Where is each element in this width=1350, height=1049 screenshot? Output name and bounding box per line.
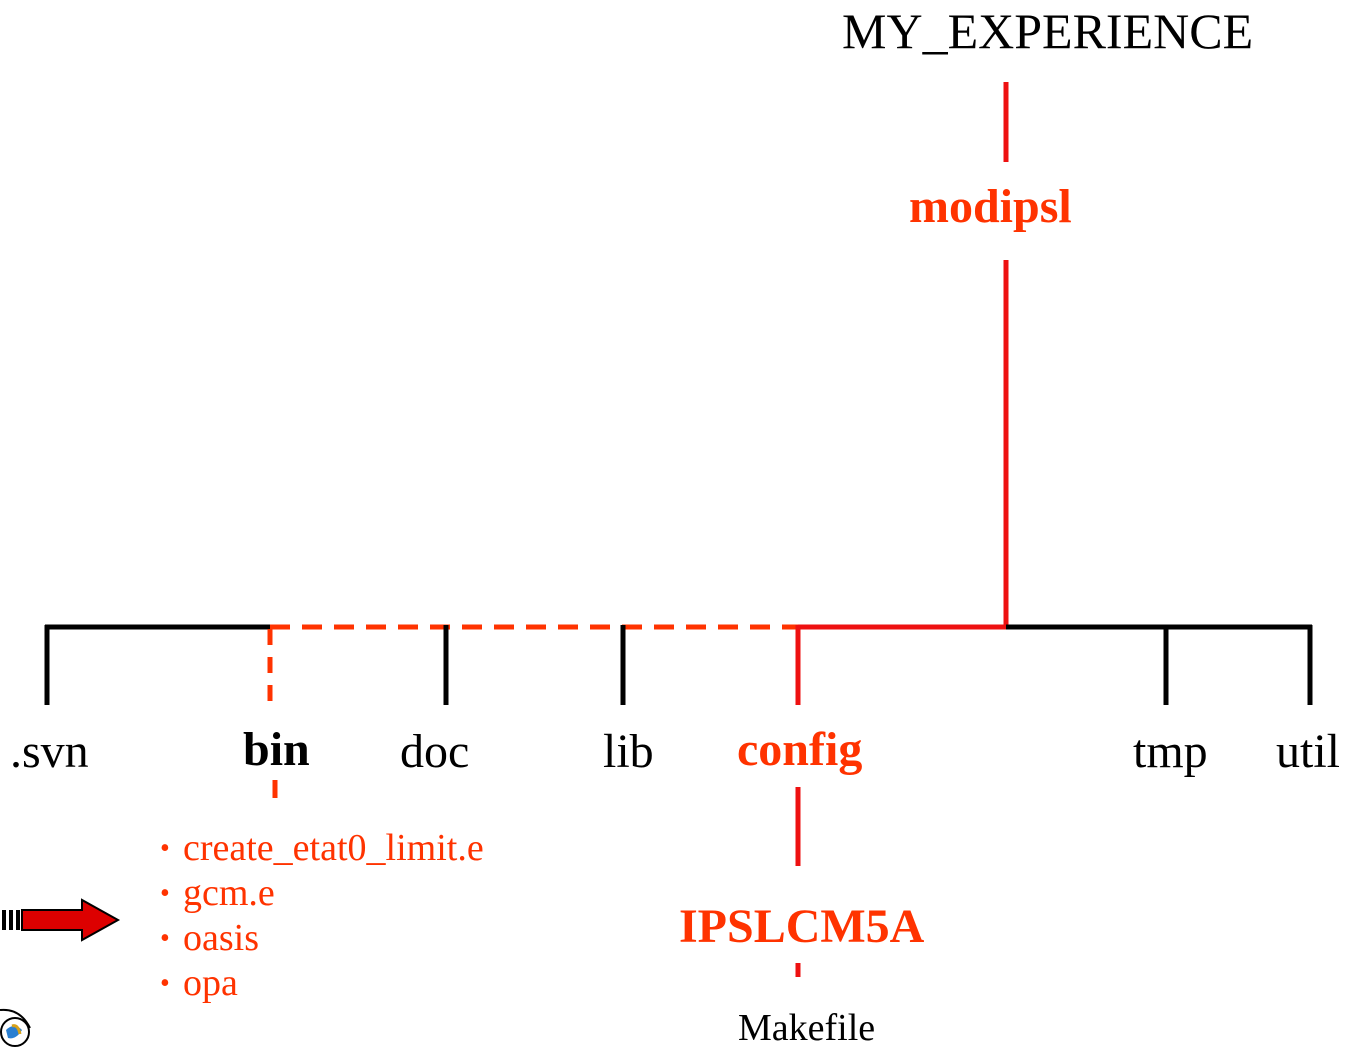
root-directory-label: MY_EXPERIENCE <box>842 3 1254 59</box>
bullet-icon: • <box>160 923 170 954</box>
modipsl-directory-label: modipsl <box>909 180 1072 233</box>
dir-doc: doc <box>400 725 470 778</box>
list-item: • oasis <box>160 916 484 961</box>
bin-file-name: opa <box>183 962 238 1004</box>
bin-file-name: gcm.e <box>183 872 275 914</box>
dir-config: config <box>737 723 863 776</box>
makefile-label: Makefile <box>738 1007 876 1049</box>
dir-tmp: tmp <box>1133 725 1208 778</box>
list-item: • create_etat0_limit.e <box>160 826 484 871</box>
dir-bin: bin <box>243 723 310 776</box>
bullet-icon: • <box>160 968 170 999</box>
bin-file-name: oasis <box>183 917 259 959</box>
dir-lib: lib <box>603 725 654 778</box>
config-child-label: IPSLCM5A <box>679 900 925 953</box>
right-arrow-icon <box>2 898 121 942</box>
dir-util: util <box>1276 725 1341 778</box>
bullet-icon: • <box>160 833 170 864</box>
bin-file-list: • create_etat0_limit.e • gcm.e • oasis • opa <box>160 826 484 1006</box>
bin-file-name: create_etat0_limit.e <box>183 827 484 869</box>
bullet-icon: • <box>160 878 170 909</box>
list-item: • gcm.e <box>160 871 484 916</box>
globe-logo-icon <box>0 1008 31 1047</box>
list-item: • opa <box>160 961 484 1006</box>
dir-svn: .svn <box>10 725 89 778</box>
